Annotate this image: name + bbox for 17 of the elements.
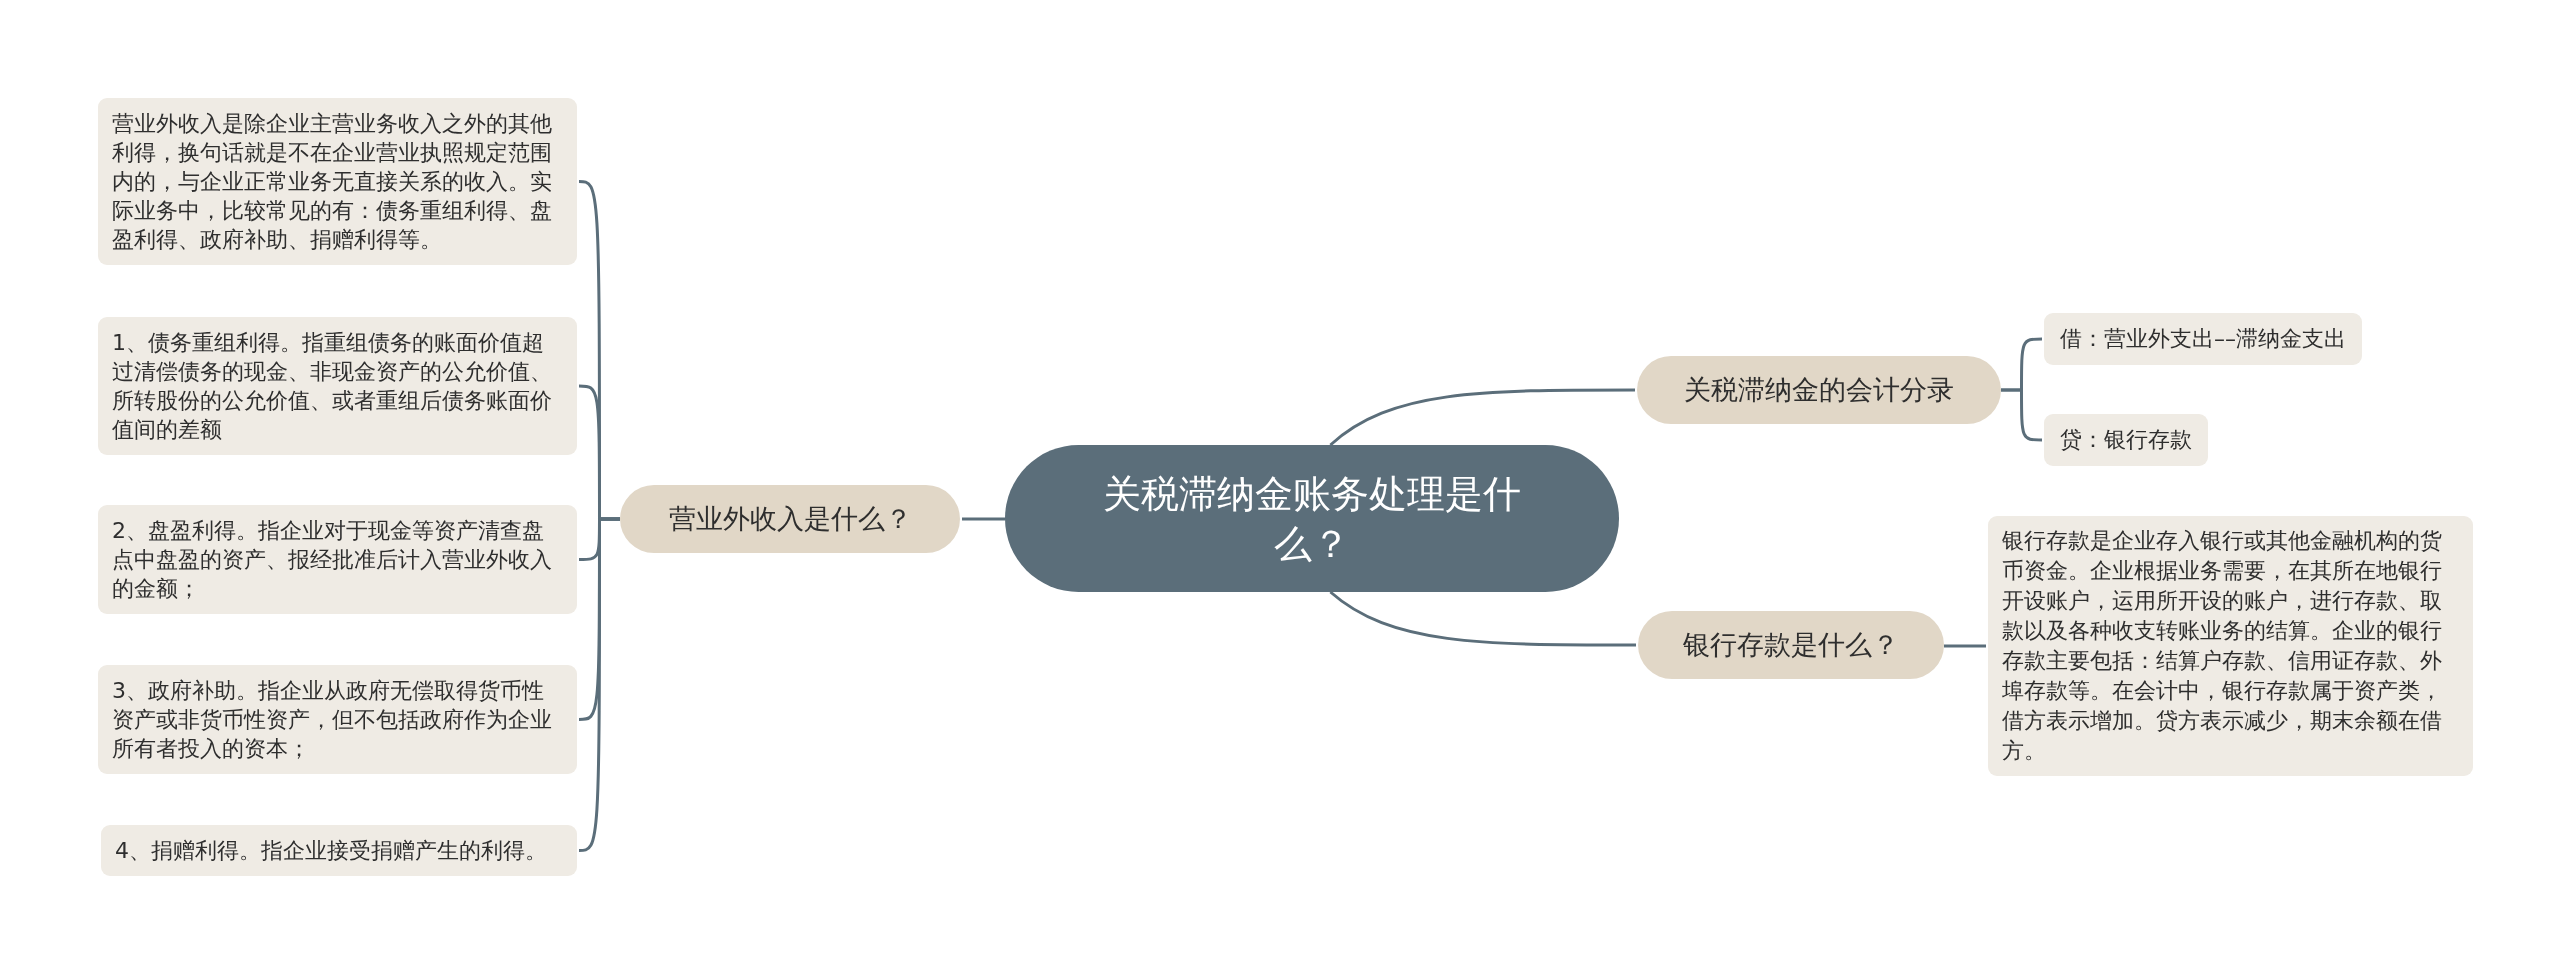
note-card: 银行存款是企业存入银行或其他金融机构的货币资金。企业根据业务需要，在其所在地银行开设账户，运用所开设的账户，进行存款、取款以及各种收支转账业务的结算。企业的银行存款主要包括：结算户存款、信用证存款、外埠存款等。在会计中，银行存款属于资产类，借方表示增加。贷方表示减少，期末余额在借方。	[1988, 516, 2473, 776]
note-card: 1、债务重组利得。指重组债务的账面价值超过清偿债务的现金、非现金资产的公允价值、所转股份的公允价值、或者重组后债务账面价值间的差额	[98, 317, 577, 455]
note-card: 3、政府补助。指企业从政府无偿取得货币性资产或非货币性资产，但不包括政府作为企业所有者投入的资本；	[98, 665, 577, 774]
connector-line	[962, 517, 1005, 521]
connector-line	[2001, 388, 2042, 442]
subtopic-card: 贷：银行存款	[2044, 414, 2208, 466]
connector-line	[1329, 590, 1636, 647]
note-card: 2、盘盈利得。指企业对于现金等资产清查盘点中盘盈的资产、报经批准后计入营业外收入的金额；	[98, 505, 577, 614]
subtopic-card: 借：营业外支出––滞纳金支出	[2044, 313, 2362, 365]
note-card: 4、捐赠利得。指企业接受捐赠产生的利得。	[101, 825, 577, 876]
connector-line	[578, 517, 620, 852]
branch-topic: 营业外收入是什么？	[620, 485, 960, 553]
branch-topic: 银行存款是什么？	[1638, 611, 1944, 679]
central-topic: 关税滞纳金账务处理是什么？	[1005, 445, 1619, 592]
note-card: 营业外收入是除企业主营业务收入之外的其他利得，换句话就是不在企业营业执照规定范围内的，与企业正常业务无直接关系的收入。实际业务中，比较常见的有：债务重组利得、盘盈利得、政府补助、捐赠利得等。	[98, 98, 577, 265]
branch-topic: 关税滞纳金的会计分录	[1637, 356, 2001, 424]
connector-line	[1329, 388, 1635, 447]
